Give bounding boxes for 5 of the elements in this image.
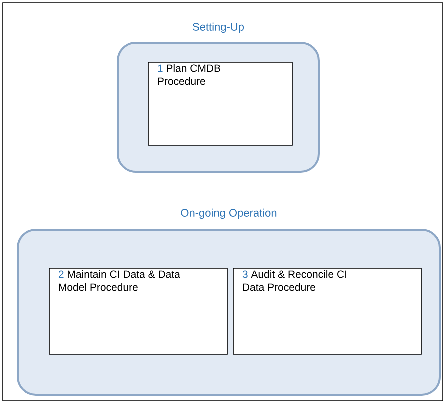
process-box: 1 Plan CMDB Procedure bbox=[148, 62, 293, 146]
band-heading: On-going Operation bbox=[181, 208, 277, 220]
band-heading: Setting-Up bbox=[193, 22, 244, 34]
process-box: 3 Audit & Reconcile CI Data Procedure bbox=[233, 268, 422, 355]
process-box: 2 Maintain CI Data & Data Model Procedure bbox=[49, 268, 228, 355]
